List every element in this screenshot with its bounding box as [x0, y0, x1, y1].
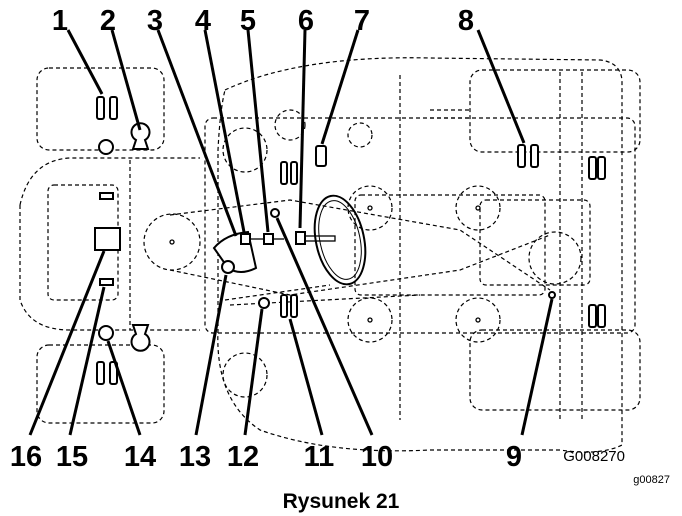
callout-1: 1 [52, 5, 68, 37]
callout-13: 13 [179, 441, 211, 473]
rear-fitting-8 [517, 144, 526, 168]
figure-caption: Rysunek 21 [283, 490, 400, 513]
callout-4: 4 [195, 5, 211, 37]
callout-7: 7 [354, 5, 370, 37]
front-left-wheel-fitting [96, 96, 105, 120]
figure-code: G008270 [563, 448, 625, 465]
caster-pivot-fitting-top [130, 122, 151, 150]
callout-8: 8 [458, 5, 474, 37]
tie-rod-end [240, 233, 251, 245]
components [94, 96, 606, 385]
front-axle-block [94, 227, 121, 251]
caster-fitting-bottom [98, 325, 114, 341]
callout-10: 10 [361, 441, 393, 473]
callout-15: 15 [56, 441, 88, 473]
fitting-7 [315, 145, 327, 167]
fitting-9 [548, 291, 556, 299]
callout-11: 11 [304, 441, 335, 473]
small-fitting-10 [270, 208, 280, 218]
fitting-12 [258, 297, 270, 309]
callout-9: 9 [506, 441, 522, 473]
callout-6: 6 [298, 5, 314, 37]
callout-12: 12 [227, 441, 259, 473]
callout-16: 16 [10, 441, 42, 473]
callout-5: 5 [240, 5, 256, 37]
axle-fitting-small [99, 278, 114, 286]
callout-3: 3 [147, 5, 163, 37]
callout-numbers: 1 2 3 4 5 6 7 8 16 15 14 13 12 11 10 9 [10, 5, 522, 473]
leader-lines [28, 29, 554, 436]
fitting-11 [280, 294, 288, 318]
callout-2: 2 [100, 5, 116, 37]
image-code: g00827 [633, 474, 670, 486]
callout-14: 14 [124, 441, 156, 473]
